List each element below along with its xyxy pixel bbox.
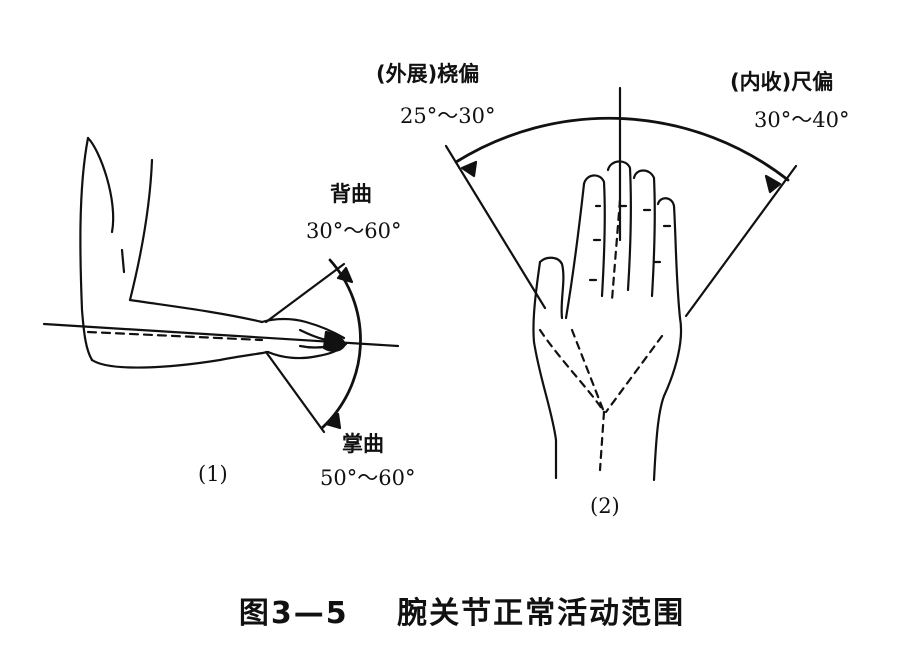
arc-arrow-left xyxy=(460,160,478,178)
dorsiflexion-ray xyxy=(264,262,346,324)
dorsiflexion-label: 背曲 xyxy=(330,182,372,206)
radial-deviation-range: 25°～30° xyxy=(400,104,496,128)
panel-label-1: (1) xyxy=(198,462,228,486)
forearm-midline xyxy=(86,330,264,342)
palmar-flexion-ray xyxy=(264,350,326,434)
palmar-flexion-label: 掌曲 xyxy=(342,432,384,456)
dorsiflexion-range: 30°～60° xyxy=(306,219,402,243)
arc-arrow-top xyxy=(336,266,354,284)
radial-deviation-label: (外展)桡偏 xyxy=(376,62,480,86)
panel-label-2: (2) xyxy=(590,494,620,518)
figure-title: 腕关节正常活动范围 xyxy=(397,596,686,631)
figure-caption: 图3—5 腕关节正常活动范围 xyxy=(0,588,924,632)
radial-deviation-ray xyxy=(444,144,547,310)
forearm-axis-line xyxy=(42,322,400,348)
deviation-arc xyxy=(454,116,790,182)
ulnar-deviation-range: 30°～40° xyxy=(754,108,850,132)
palmar-flexion-range: 50°～60° xyxy=(320,466,416,490)
arc-arrow-right xyxy=(764,174,782,194)
ulnar-deviation-label: (内收)尺偏 xyxy=(730,70,834,94)
figure-number: 图3—5 xyxy=(238,596,349,631)
ulnar-deviation-ray xyxy=(684,164,798,318)
arc-arrow-bottom xyxy=(324,412,342,430)
hand-illustration xyxy=(532,160,683,482)
